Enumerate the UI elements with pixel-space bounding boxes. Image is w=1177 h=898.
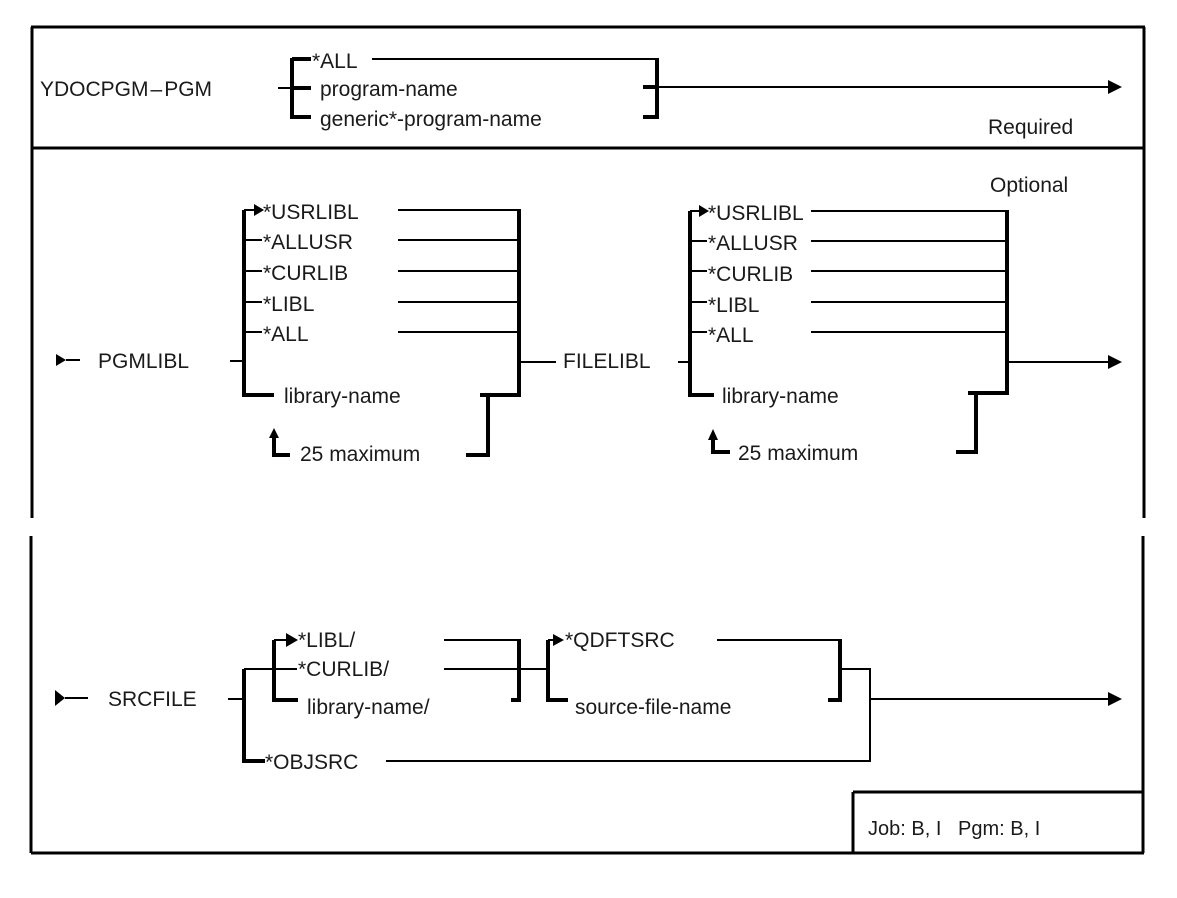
pgmlibl-repeat-note: 25 maximum [300,443,420,466]
default-arrow-icon [553,634,564,646]
required-label: Required [988,116,1073,139]
srcfile-option-qdftsrc: *QDFTSRC [565,629,675,652]
arrow-right-icon [1108,692,1122,706]
filelibl-option-all: *ALL [708,324,754,347]
filelibl-repeat-note: 25 maximum [738,442,858,465]
filelibl-option-curlib: *CURLIB [708,263,793,286]
start-arrow-icon [55,690,65,706]
command-name: YDOCPGM–PGM [40,78,212,101]
srcfile-option-source-file-name: source-file-name [575,696,731,719]
filelibl-option-libl: *LIBL [708,294,759,317]
environment-text: Job: B, I Pgm: B, I [868,818,1040,840]
pgm-option-all: *ALL [312,50,358,73]
pgmlibl-option-curlib: *CURLIB [263,262,348,285]
arrow-right-icon [1108,80,1122,94]
srcfile-parameter: SRCFILE *LIBL/ *CURLIB/ library-name/ *Q… [55,629,1122,774]
environment-box: Job: B, I Pgm: B, I [851,790,1143,853]
srcfile-option-curlib: *CURLIB/ [298,658,389,681]
pgmlibl-option-allusr: *ALLUSR [263,231,353,254]
srcfile-option-library-name: library-name/ [307,696,430,719]
pgm-option-program-name: program-name [320,78,458,101]
pgmlibl-right-bracket [480,209,521,397]
default-arrow-icon [699,205,709,217]
srcfile-file-left-bracket [546,640,568,702]
pgmlibl-repeat-loop [466,395,490,457]
pgmlibl-option-usrlibl: *USRLIBL [263,201,359,224]
filelibl-option-usrlibl: *USRLIBL [708,202,804,225]
srcfile-join-line [840,668,871,761]
pgm-option-generic-program-name: generic*-program-name [320,108,542,131]
srcfile-outer-bracket [242,669,265,763]
filelibl-option-library-name: library-name [722,385,839,408]
filelibl-keyword: FILELIBL [563,350,651,373]
repeat-arrow-up-icon [708,429,718,440]
pgmlibl-option-all: *ALL [263,323,309,346]
default-arrow-icon [254,204,264,216]
pgmlibl-repeat-hook [272,438,290,457]
filelibl-repeat-loop [956,393,978,454]
filelibl-right-bracket [968,210,1009,395]
start-arrow-icon [56,354,66,366]
required-section: YDOCPGM–PGM *ALL program-name generic*-p… [40,50,1122,139]
srcfile-library-left-bracket [272,640,298,702]
diagram-frame [29,25,1146,855]
pgmlibl-parameter: PGMLIBL *USRLIBL *ALLUSR *CURLIB *LIBL *… [56,201,556,466]
srcfile-keyword: SRCFILE [108,688,197,711]
pgmlibl-keyword: PGMLIBL [98,350,189,373]
filelibl-option-allusr: *ALLUSR [708,232,798,255]
filelibl-repeat-hook [711,440,730,454]
pgmlibl-option-library-name: library-name [284,385,401,408]
pgm-left-bracket [290,57,311,119]
filelibl-left-bracket [688,211,714,397]
pgmlibl-option-libl: *LIBL [263,293,314,316]
repeat-arrow-up-icon [269,428,279,438]
optional-label: Optional [990,174,1068,197]
srcfile-option-objsrc: *OBJSRC [265,751,358,774]
arrow-right-icon [1108,355,1122,369]
srcfile-library-right-bracket [511,639,521,702]
default-arrow-icon [286,633,298,647]
srcfile-file-right-bracket [828,639,842,702]
filelibl-parameter: FILELIBL *USRLIBL *ALLUSR *CURLIB *LIBL … [563,202,1122,465]
srcfile-option-libl: *LIBL/ [298,629,355,652]
pgm-right-bracket [643,58,659,119]
